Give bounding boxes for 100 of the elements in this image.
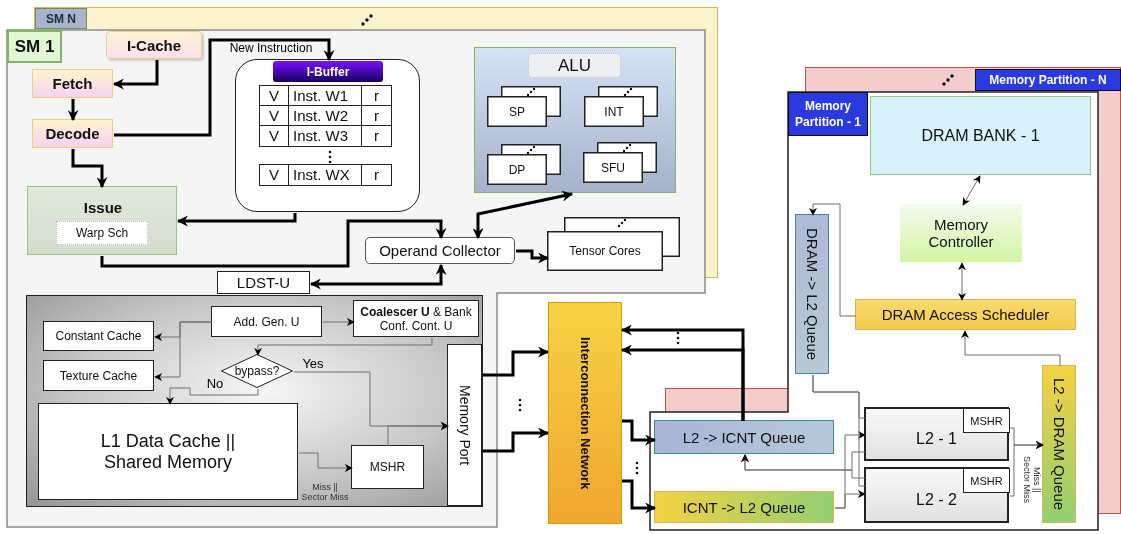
panel-tab: SM N bbox=[35, 8, 87, 29]
table-cell: Inst. WX bbox=[288, 164, 362, 186]
arrow bbox=[961, 330, 1061, 367]
arrow bbox=[112, 60, 159, 90]
arrow bbox=[483, 427, 550, 453]
panel-tab: SM 1 bbox=[7, 30, 62, 63]
box-label: I-Cache bbox=[126, 36, 182, 54]
arrow bbox=[620, 344, 745, 421]
memory-pipeline-panel bbox=[26, 295, 483, 507]
box-label: DP bbox=[507, 161, 527, 179]
decision-diamond bbox=[221, 354, 293, 388]
queue-box bbox=[654, 420, 834, 454]
table-cell: V bbox=[259, 125, 289, 147]
unit-box bbox=[353, 300, 479, 337]
arrow bbox=[483, 346, 550, 377]
box-label: Decode bbox=[45, 125, 100, 142]
instruction-buffer-box bbox=[235, 59, 420, 212]
arrow bbox=[622, 479, 657, 514]
arrow bbox=[516, 249, 550, 264]
arrow bbox=[958, 262, 966, 301]
buffer-header: I-Buffer bbox=[273, 61, 383, 82]
interconnect-bar bbox=[548, 302, 622, 524]
box-label: Memory Controller bbox=[927, 216, 995, 250]
cache-box bbox=[38, 403, 298, 500]
mshr-box bbox=[963, 468, 1010, 493]
functional-unit-stack bbox=[487, 144, 562, 185]
edge-label: No bbox=[205, 377, 225, 392]
arrow bbox=[834, 490, 866, 509]
queue-box bbox=[1042, 365, 1076, 523]
arrow bbox=[166, 387, 259, 405]
scheduler-box bbox=[855, 299, 1076, 330]
box-label: Tensor Cores bbox=[568, 243, 642, 260]
table-cell: r bbox=[361, 105, 392, 127]
issue-unit-box bbox=[27, 186, 177, 255]
heading-label: ALU bbox=[528, 53, 621, 78]
functional-unit-stack bbox=[584, 86, 659, 127]
arrow bbox=[67, 99, 79, 122]
table-cell: r bbox=[361, 164, 392, 186]
arrow bbox=[298, 452, 353, 472]
arrow bbox=[809, 203, 857, 317]
arrow bbox=[622, 419, 657, 446]
edge-label: Miss || Sector Miss bbox=[300, 483, 350, 504]
cache-box bbox=[43, 360, 154, 391]
queue-box bbox=[795, 214, 829, 374]
queue-box bbox=[654, 491, 834, 523]
functional-unit-stack bbox=[583, 142, 658, 183]
box-label: Interconnection Network bbox=[577, 336, 593, 490]
table-cell: r bbox=[361, 125, 392, 147]
box-label: ICNT -> L2 Queue bbox=[682, 498, 806, 516]
arrow bbox=[176, 213, 297, 227]
box-label: Coalescer U & Bank Conf. Cont. U bbox=[359, 304, 473, 333]
tensor-core-stack bbox=[547, 217, 680, 271]
box-label: Fetch bbox=[52, 75, 93, 92]
memory-partition-panel bbox=[650, 92, 1098, 530]
arrow bbox=[254, 337, 433, 356]
box-label: L2 - 2 bbox=[916, 491, 957, 509]
box-label: L2 -> ICNT Queue bbox=[682, 428, 806, 446]
box-label: INT bbox=[603, 103, 625, 121]
memory-port-box bbox=[447, 344, 482, 506]
box-label: SP bbox=[508, 103, 526, 121]
warp-scheduler-box bbox=[56, 221, 148, 245]
unit-box bbox=[211, 306, 322, 337]
arrow bbox=[154, 321, 213, 381]
heading-label: Issue bbox=[82, 197, 124, 218]
pipeline-stage-box bbox=[32, 119, 113, 148]
box-label: MSHR bbox=[970, 474, 1003, 487]
pipeline-stage-box bbox=[32, 69, 113, 98]
table-cell: Inst. W3 bbox=[288, 125, 362, 147]
box-label: LDST-U bbox=[236, 274, 291, 291]
box-label: Memory Port bbox=[456, 384, 473, 466]
box-label: DRAM Access Scheduler bbox=[881, 306, 1050, 323]
box-label: MSHR bbox=[369, 460, 406, 474]
box-label: Constant Cache bbox=[55, 329, 142, 343]
arrow bbox=[71, 149, 108, 189]
edge-label: Yes bbox=[301, 357, 325, 371]
controller-box bbox=[900, 204, 1022, 262]
table-cell: r bbox=[361, 85, 392, 107]
ldst-unit-box bbox=[217, 271, 310, 294]
box-label: L2 -> DRAM Queue bbox=[1050, 377, 1068, 511]
alu-panel bbox=[474, 47, 676, 193]
memory-partition-panel bbox=[805, 67, 1121, 92]
table-cell: V bbox=[259, 164, 289, 186]
functional-unit-stack bbox=[487, 86, 562, 127]
box-label: L2 - 1 bbox=[916, 430, 957, 448]
box-label: Warp Sch bbox=[75, 226, 129, 240]
l2-cache-box bbox=[864, 407, 1009, 461]
box-label: DRAM -> L2 Queue bbox=[803, 227, 821, 361]
arrow bbox=[322, 318, 355, 326]
box-label: SFU bbox=[600, 159, 626, 177]
arrow bbox=[387, 422, 449, 447]
panel-tab: Memory Partition - N bbox=[975, 69, 1121, 91]
box-label: Add. Gen. U bbox=[233, 314, 300, 329]
dram-bank-box bbox=[870, 96, 1091, 175]
panel-tab: Memory Partition - 1 bbox=[788, 92, 868, 136]
operand-collector-box bbox=[365, 237, 515, 264]
arrow bbox=[741, 454, 866, 479]
edge-label: New Instruction bbox=[228, 42, 314, 56]
box-label: bypass? bbox=[233, 363, 281, 380]
sm-panel bbox=[34, 7, 718, 30]
cache-box bbox=[43, 321, 154, 351]
